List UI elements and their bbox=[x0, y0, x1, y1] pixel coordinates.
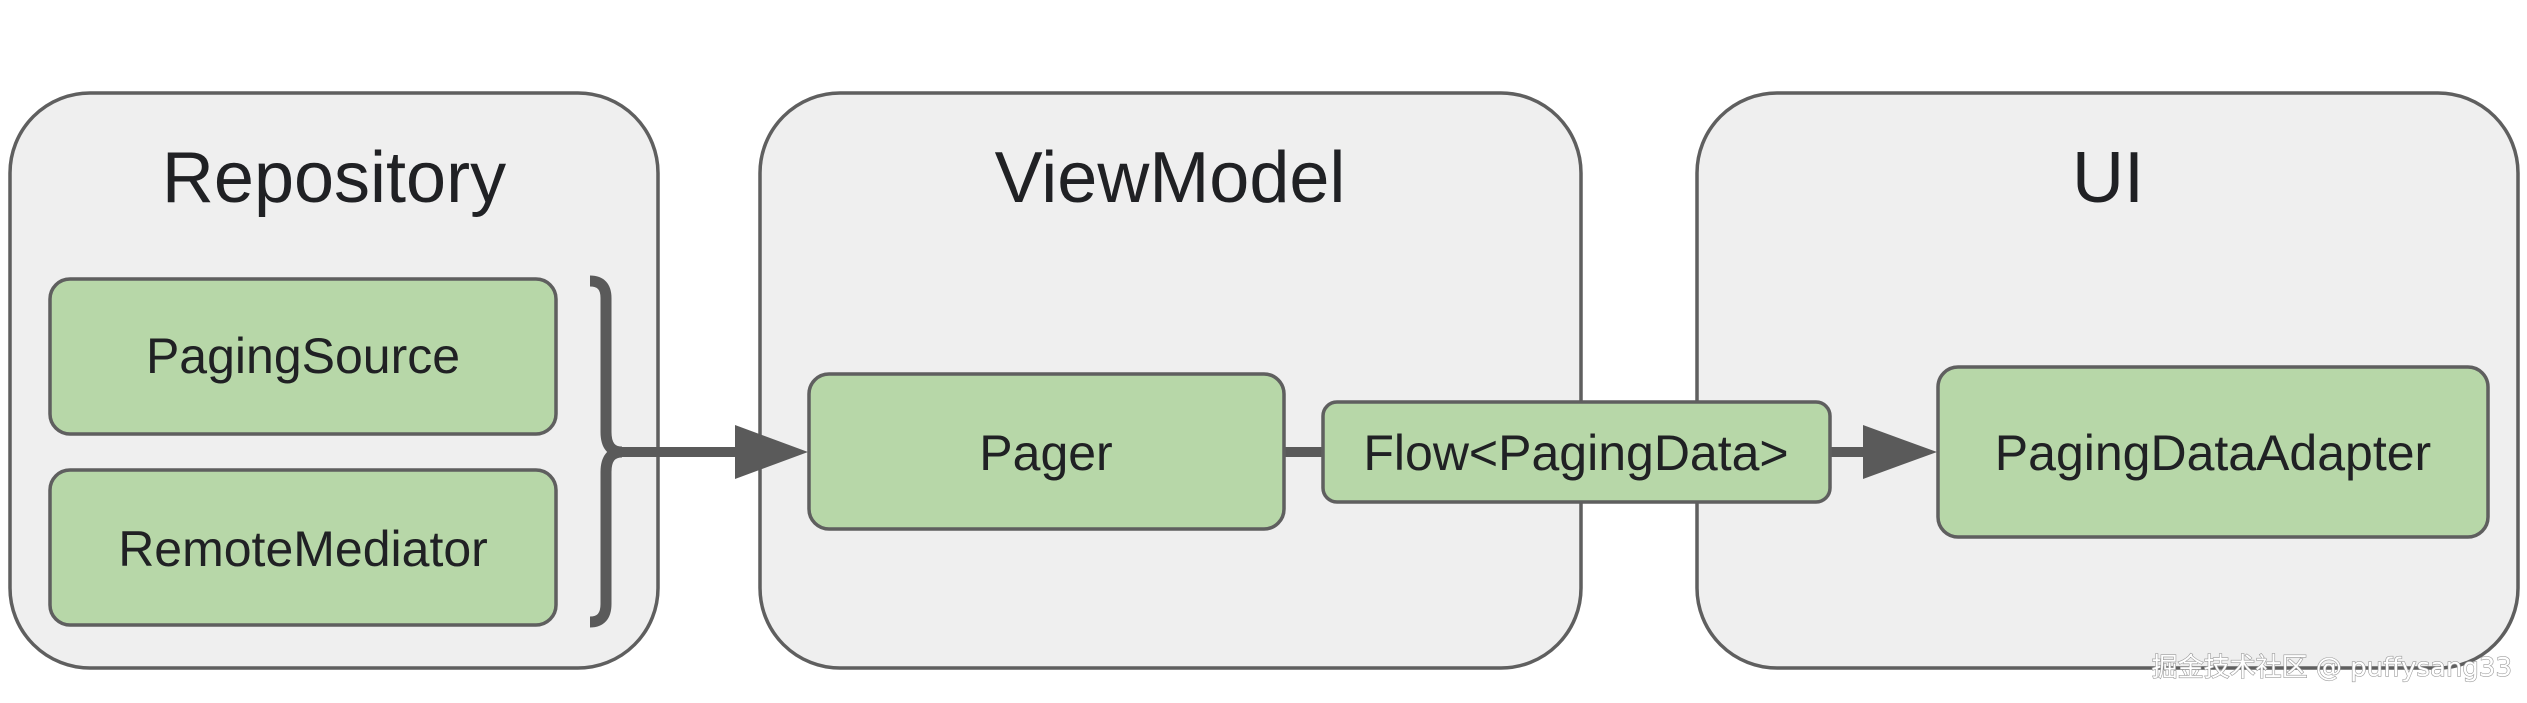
viewmodel-title: ViewModel bbox=[995, 138, 1346, 218]
flow-box bbox=[1321, 400, 1832, 504]
pager-node: Pager bbox=[807, 372, 1286, 531]
watermark-text: 掘金技术社区 @ puffysang33 bbox=[2152, 653, 2512, 683]
remote-mediator-label: RemoteMediator bbox=[118, 521, 488, 577]
paging-data-adapter-box bbox=[1936, 365, 2490, 539]
paging-source-label: PagingSource bbox=[146, 328, 460, 384]
repository-title: Repository bbox=[162, 138, 506, 218]
ui-title: UI bbox=[2072, 138, 2144, 218]
remote-mediator-node: RemoteMediator bbox=[48, 468, 558, 627]
remote-mediator-box bbox=[48, 468, 558, 627]
flow-to-adapter-arrow-head bbox=[1863, 425, 1937, 479]
flow-label: Flow<PagingData> bbox=[1363, 425, 1788, 481]
paging-data-adapter-node: PagingDataAdapter bbox=[1936, 365, 2490, 539]
pager-label: Pager bbox=[979, 425, 1112, 481]
flow-node: Flow<PagingData> bbox=[1321, 400, 1832, 504]
paging-source-box bbox=[48, 277, 558, 436]
paging-data-adapter-label: PagingDataAdapter bbox=[1995, 425, 2431, 481]
repository-to-pager-arrow-head bbox=[735, 425, 808, 479]
pager-box bbox=[807, 372, 1286, 531]
paging-source-node: PagingSource bbox=[48, 277, 558, 436]
